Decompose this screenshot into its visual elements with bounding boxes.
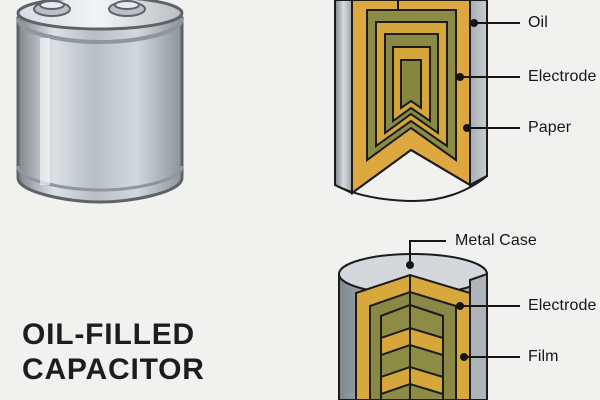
- exterior-capacitor-can: [16, 0, 184, 204]
- can-body: [16, 16, 184, 204]
- bottom-electrode-leader-dot: [456, 302, 464, 310]
- left-terminal-cap: [39, 0, 65, 10]
- metal-case-label: Metal Case: [455, 232, 537, 249]
- can-top-rim-shadow: [16, 17, 184, 45]
- oil-leader-dot: [470, 19, 478, 27]
- film-leader-dot: [460, 353, 468, 361]
- top-label-leaders: [397, 0, 520, 132]
- top-cutaway-capacitor: [334, 0, 488, 203]
- top-case-bottom: [334, 175, 488, 203]
- right-terminal-cap: [114, 0, 140, 10]
- page-title: OIL-FILLED CAPACITOR: [22, 317, 272, 387]
- title-line-2: CAPACITOR: [22, 353, 205, 386]
- metal-case-leader-dot: [406, 261, 414, 269]
- bottom-electrode-band-3: [380, 382, 444, 400]
- top-cutaway-left-face: [351, 149, 412, 194]
- top-electrode-label: Electrode: [528, 68, 597, 85]
- oil-label: Oil: [528, 14, 548, 31]
- bottom-cutaway-capacitor: [338, 253, 488, 400]
- can-bottom-ring: [16, 165, 184, 192]
- bottom-case-right-shadow: [469, 272, 488, 400]
- top-cutaway-right-face: [410, 0, 488, 187]
- metal-case-leader-line: [409, 240, 446, 265]
- bottom-electrode-label: Electrode: [528, 297, 597, 314]
- film-label: Film: [528, 348, 559, 365]
- title-line-1: OIL-FILLED: [22, 318, 195, 351]
- paper-leader-dot: [463, 124, 471, 132]
- top-electrode-leader-dot: [456, 73, 464, 81]
- top-case-left-wall: [334, 0, 353, 195]
- bottom-label-leaders: [406, 240, 520, 361]
- paper-label: Paper: [528, 119, 572, 136]
- core-electrode: [400, 59, 422, 110]
- top-case-right-wall: [469, 0, 488, 187]
